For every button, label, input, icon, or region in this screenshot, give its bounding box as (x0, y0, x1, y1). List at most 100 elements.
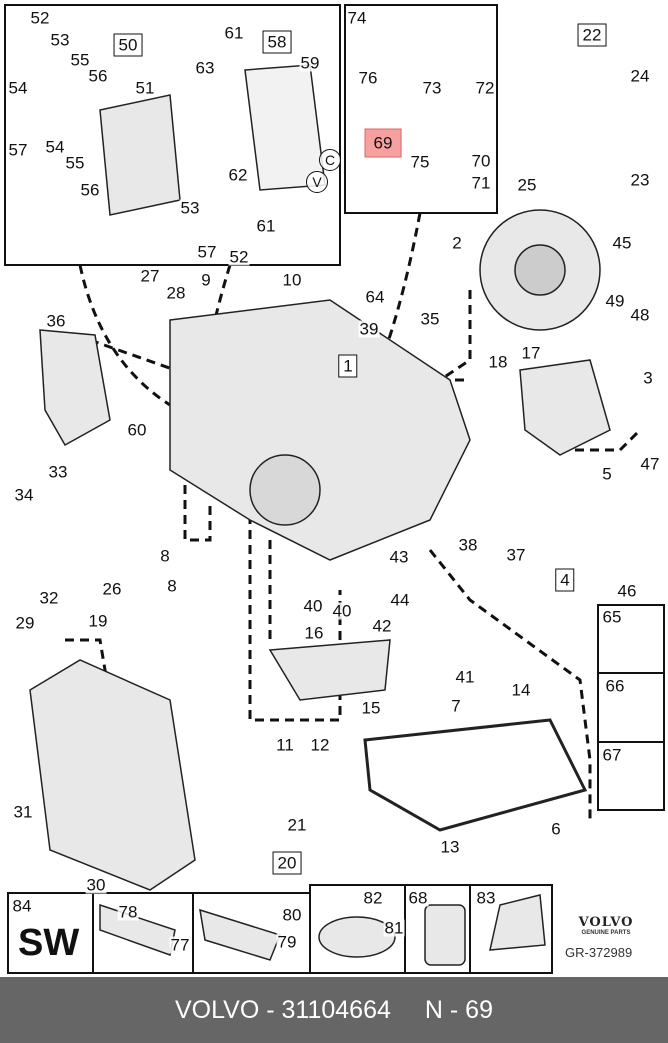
callout-label: 4 (555, 568, 575, 592)
callout-label: 56 (79, 180, 101, 200)
volvo-logo: VOLVO GENUINE PARTS (568, 915, 644, 936)
transmission-case-part (169, 299, 471, 561)
callout-label: 28 (165, 283, 187, 303)
callout-label: 15 (360, 698, 382, 718)
callout-label: 40 (302, 596, 324, 616)
callout-label: 11 (275, 735, 295, 755)
sw-label: SW (18, 922, 80, 964)
callout-label: 78 (117, 902, 139, 922)
housing-part (519, 359, 611, 456)
callout-label: 6 (550, 819, 562, 839)
callout-label: 34 (13, 485, 35, 505)
callout-label: 17 (520, 343, 542, 363)
callout-label: 61 (223, 23, 245, 43)
callout-label: 58 (262, 30, 292, 54)
inset-cable-box (344, 4, 498, 214)
callout-label: 30 (85, 875, 107, 895)
callout-label: 54 (7, 78, 29, 98)
callout-label: 53 (179, 198, 201, 218)
callout-label: 76 (357, 68, 379, 88)
callout-label: 74 (346, 8, 368, 28)
brand-sub: GENUINE PARTS (581, 930, 631, 936)
callout-label: 61 (255, 216, 277, 236)
callout-label: 14 (510, 680, 532, 700)
callout-label: 67 (601, 745, 623, 765)
callout-label: 10 (281, 270, 303, 290)
callout-label: 37 (505, 545, 527, 565)
callout-label: 42 (371, 616, 393, 636)
callout-label: 79 (276, 932, 298, 952)
exploded-parts-diagram (4, 4, 665, 974)
callout-label: 8 (159, 546, 171, 566)
callout-label: 46 (616, 581, 638, 601)
callout-label: 55 (64, 153, 86, 173)
callout-label: 20 (272, 851, 302, 875)
callout-label: 84 (11, 896, 33, 916)
highlighted-callout-label: 69 (364, 128, 402, 158)
callout-label: 27 (139, 266, 161, 286)
callout-label: 39 (358, 319, 380, 339)
callout-label: 56 (87, 66, 109, 86)
callout-label: 18 (487, 352, 509, 372)
callout-label: 82 (362, 888, 384, 908)
callout-label: 43 (388, 547, 410, 567)
callout-label: 47 (639, 454, 661, 474)
callout-label: 60 (126, 420, 148, 440)
callout-label: 9 (200, 270, 212, 290)
callout-label: 21 (286, 815, 308, 835)
callout-label: 35 (419, 309, 441, 329)
callout-label: 73 (421, 78, 443, 98)
callout-label: 19 (87, 611, 109, 631)
callout-label: 7 (450, 696, 462, 716)
side-cover-part (29, 659, 196, 891)
drawing-code: GR-372989 (565, 945, 633, 960)
callout-label: 22 (577, 23, 607, 47)
callout-label: 77 (169, 935, 191, 955)
callout-label: 41 (454, 667, 476, 687)
callout-label: 5 (601, 464, 613, 484)
valve-body-part (99, 94, 181, 216)
callout-label: 83 (475, 888, 497, 908)
callout-label: 59 (299, 53, 321, 73)
callout-label: 72 (474, 78, 496, 98)
callout-label: 36 (45, 311, 67, 331)
callout-label: 23 (629, 170, 651, 190)
callout-label: 66 (604, 676, 626, 696)
callout-label: 65 (601, 607, 623, 627)
callout-label: 52 (228, 247, 250, 267)
callout-label: 68 (407, 888, 429, 908)
callout-label: 16 (303, 623, 325, 643)
callout-label: 33 (47, 462, 69, 482)
callout-label: 26 (101, 579, 123, 599)
callout-label: 51 (134, 78, 156, 98)
callout-label: 12 (309, 735, 331, 755)
filter-part (268, 639, 391, 701)
oil-pan-gasket-part (363, 718, 588, 832)
callout-label: 32 (38, 588, 60, 608)
valve-cover-part (39, 329, 111, 447)
callout-label: 57 (7, 140, 29, 160)
inset-valve-body-box (4, 4, 341, 266)
callout-label: 55 (69, 50, 91, 70)
callout-label: 13 (439, 837, 461, 857)
callout-label: 57 (196, 242, 218, 262)
callout-label: 64 (364, 287, 386, 307)
callout-label: 1 (338, 354, 358, 378)
position-text: N - 69 (424, 995, 493, 1024)
callout-label: 3 (642, 368, 654, 388)
callout-label: C (319, 149, 341, 171)
callout-label: 80 (281, 905, 303, 925)
callout-label: 38 (457, 535, 479, 555)
callout-label: 24 (629, 66, 651, 86)
bolt-box (597, 604, 665, 811)
brand-name: VOLVO (578, 915, 634, 930)
callout-label: 44 (389, 590, 411, 610)
callout-label: 50 (113, 33, 143, 57)
callout-label: 49 (604, 291, 626, 311)
callout-label: 63 (194, 58, 216, 78)
callout-label: 53 (49, 30, 71, 50)
callout-label: 31 (12, 802, 34, 822)
callout-label: 25 (516, 175, 538, 195)
callout-label: 2 (451, 233, 463, 253)
callout-label: 45 (611, 233, 633, 253)
